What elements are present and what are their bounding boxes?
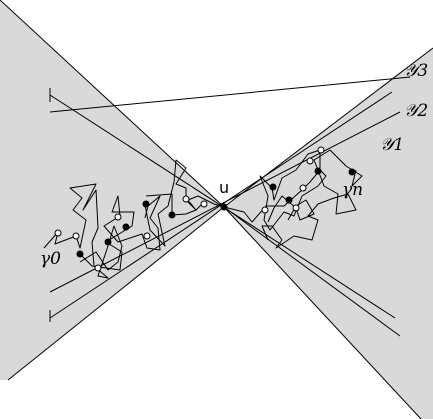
closed-node bbox=[104, 238, 112, 246]
closed-node bbox=[142, 200, 150, 208]
closed-node bbox=[285, 196, 293, 204]
open-node bbox=[114, 213, 122, 221]
gamma-n-label: γn bbox=[342, 180, 363, 200]
line-label-y1: 𝒴1 bbox=[380, 135, 404, 155]
path-gamma-n bbox=[261, 149, 363, 249]
open-node bbox=[182, 195, 190, 203]
path-left-mid bbox=[79, 195, 161, 271]
right-cone-region bbox=[224, 48, 433, 419]
open-node bbox=[94, 264, 102, 272]
open-node bbox=[54, 229, 62, 237]
open-node bbox=[292, 204, 300, 212]
line-lower-left bbox=[49, 91, 393, 319]
open-node bbox=[261, 206, 269, 214]
line-label-y3: 𝒴3 bbox=[404, 61, 428, 81]
right-cone-lower-edge bbox=[223, 206, 422, 419]
closed-node bbox=[314, 167, 322, 175]
path-left-inner bbox=[144, 159, 225, 247]
closed-node bbox=[76, 250, 84, 258]
closed-node bbox=[269, 183, 277, 191]
line-label-y2: 𝒴2 bbox=[404, 101, 428, 121]
closed-node bbox=[220, 203, 228, 211]
open-node bbox=[317, 146, 325, 154]
line-y2 bbox=[49, 76, 411, 113]
closed-node bbox=[348, 168, 356, 176]
gamma0-label: γ0 bbox=[40, 249, 61, 269]
open-node bbox=[299, 184, 307, 192]
left-cone-lower-edge bbox=[7, 206, 225, 381]
path-right-mid bbox=[267, 195, 315, 223]
center-label-u: u bbox=[219, 178, 229, 197]
left-cone-upper-edge bbox=[0, 0, 225, 208]
closed-nodes bbox=[76, 167, 356, 258]
open-node bbox=[200, 200, 208, 208]
left-cone-region bbox=[0, 0, 224, 380]
line-lower-right bbox=[223, 206, 401, 337]
path-gamma0 bbox=[43, 183, 123, 279]
closed-node bbox=[122, 223, 130, 231]
path-right-inner bbox=[223, 149, 327, 231]
open-node bbox=[143, 232, 151, 240]
paths bbox=[43, 149, 363, 279]
closed-node bbox=[168, 211, 176, 219]
open-node bbox=[306, 157, 314, 165]
open-node bbox=[72, 232, 80, 240]
open-nodes bbox=[54, 146, 325, 272]
path-left-step bbox=[145, 193, 203, 216]
